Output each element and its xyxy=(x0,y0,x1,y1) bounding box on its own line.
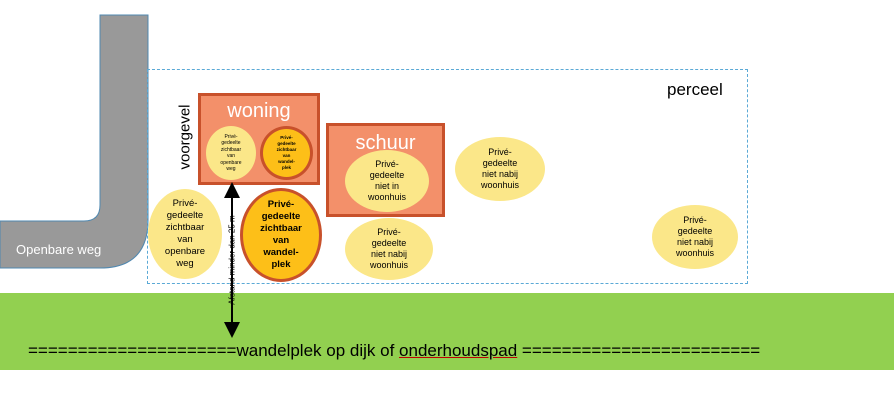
oval-text-line: gedeelte xyxy=(166,210,204,221)
oval-text-line: zichtbaar xyxy=(276,147,297,152)
dike-suffix: ======================== xyxy=(517,341,761,360)
dike-text-underlined: onderhoudspad xyxy=(399,341,518,360)
oval-text-line: niet nabij xyxy=(676,237,714,247)
oval-text-line: gedeelte xyxy=(371,238,407,248)
oval-text-line: weg xyxy=(176,258,194,269)
oval-text-line: gedeelte xyxy=(221,140,241,146)
oval-text-line: van xyxy=(226,153,236,159)
oval-visible-public-road: Privé- gedeelte zichtbaar van openbare w… xyxy=(148,189,222,279)
oval-text-line: zichtbaar xyxy=(220,146,242,153)
dike-prefix: ===================== xyxy=(28,341,237,360)
dike-label: =====================wandelplek op dijk … xyxy=(28,341,760,361)
oval-text-line: plek xyxy=(271,259,291,270)
oval-text-line: woonhuis xyxy=(675,248,715,258)
oval-not-near-house-2: Privé- gedeelte niet nabij woonhuis xyxy=(455,137,545,201)
oval-text-line: niet nabij xyxy=(370,249,408,259)
oval-text-line: Privé- xyxy=(224,133,238,140)
oval-text-line: woonhuis xyxy=(369,260,409,270)
house-title: woning xyxy=(227,100,291,122)
parcel-boundary xyxy=(147,69,748,284)
oval-text-line: gedeelte xyxy=(677,226,713,236)
oval-text-line: wandel- xyxy=(278,159,295,164)
road-label: Openbare weg xyxy=(16,242,102,257)
oval-text-line: plek xyxy=(281,165,291,170)
oval-text-line: Privé- xyxy=(488,147,512,157)
house-oval-walk: Privé- gedeelte zichtbaar van wandel- pl… xyxy=(260,126,313,180)
oval-text-line: zichtbaar xyxy=(260,223,302,234)
oval-text-line: Privé- xyxy=(267,199,295,210)
oval-text-line: Privé- xyxy=(375,159,399,169)
oval-text-line: wandel- xyxy=(263,247,299,258)
parcel-label: perceel xyxy=(667,80,723,99)
oval-text-line: Privé- xyxy=(377,227,401,237)
oval-text-line: weg xyxy=(226,166,236,172)
shed-oval: Privé- gedeelte niet in woonhuis xyxy=(345,150,429,212)
oval-text-line: woonhuis xyxy=(367,192,407,202)
house-oval-public: Privé- gedeelte zichtbaar van openbare w… xyxy=(206,126,256,180)
oval-text-line: gedeelte xyxy=(261,211,301,222)
oval-text-line: woonhuis xyxy=(480,180,520,190)
shed-title: schuur xyxy=(355,132,416,154)
oval-text-line: van xyxy=(282,153,291,158)
oval-text-line: Privé- xyxy=(280,135,293,140)
distance-label: Afstand minder dan 25 m xyxy=(227,215,237,305)
oval-text-line: niet in xyxy=(374,181,400,191)
oval-text-line: Privé- xyxy=(683,215,707,225)
distance-label-container: Afstand minder dan 25 m xyxy=(226,196,238,324)
oval-text-line: gedeelte xyxy=(369,170,405,180)
oval-text-line: openbare xyxy=(220,159,242,166)
oval-text-line: niet nabij xyxy=(481,169,519,179)
oval-text-line: Privé- xyxy=(172,198,198,209)
oval-text-line: van xyxy=(272,235,290,246)
oval-not-near-house-1: Privé- gedeelte niet nabij woonhuis xyxy=(345,218,433,280)
oval-not-near-house-3: Privé- gedeelte niet nabij woonhuis xyxy=(652,205,738,269)
oval-text-line: gedeelte xyxy=(482,158,518,168)
oval-text-line: zichtbaar xyxy=(165,222,205,233)
oval-visible-walk-spot: Privé- gedeelte zichtbaar van wandel- pl… xyxy=(240,188,322,282)
oval-text-line: gedeelte xyxy=(277,141,296,146)
oval-text-line: openbare xyxy=(164,246,206,257)
oval-text-line: van xyxy=(177,234,193,245)
dike-text: wandelplek op dijk of xyxy=(236,341,400,360)
dike-band xyxy=(0,293,894,370)
